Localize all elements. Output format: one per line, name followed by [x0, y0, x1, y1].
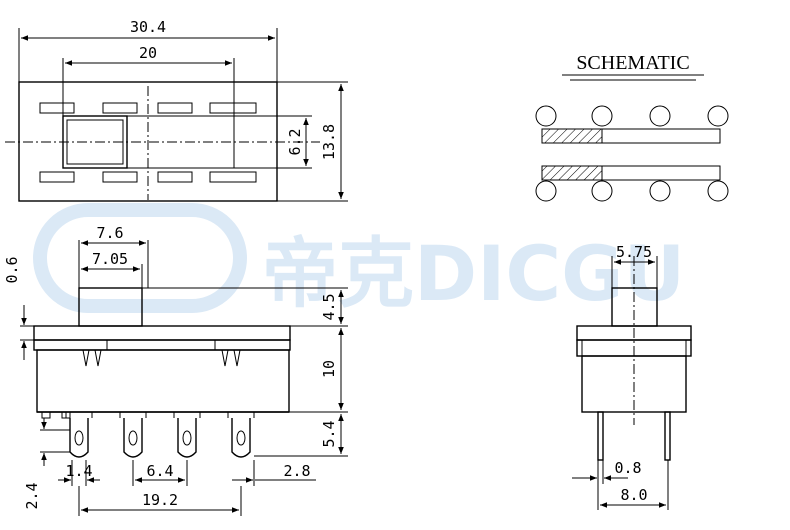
pin — [231, 418, 251, 458]
terminal-slot — [157, 102, 193, 114]
terminal-circle — [535, 180, 557, 202]
dim-actuator-width: 5.75 — [616, 243, 652, 261]
housing-body — [36, 349, 290, 413]
actuator-knob — [62, 115, 128, 169]
dim-actuator-inner: 7.05 — [92, 250, 128, 268]
actuator-knob-inner — [66, 119, 124, 165]
terminal-circle — [649, 180, 671, 202]
terminal-slot — [157, 171, 193, 183]
terminal-slot — [39, 102, 75, 114]
side-pin — [664, 411, 671, 461]
pin-shoulders — [65, 412, 255, 418]
dim-pin-offset: 2.4 — [23, 482, 41, 509]
mid-flange — [33, 339, 291, 351]
dim-pin-spacing: 2.8 — [283, 462, 310, 480]
side-pin — [597, 411, 604, 461]
dim-body-height: 10 — [320, 360, 338, 378]
side-housing — [581, 355, 687, 413]
slider-contact — [541, 165, 603, 181]
side-view: 5.75 0.8 8.0 — [572, 243, 692, 510]
terminal-circle — [535, 105, 557, 127]
front-view: 7.6 7.05 0.6 4.5 10 5.4 2.4 1.4 — [3, 224, 348, 516]
terminal-slot — [209, 102, 257, 114]
terminal-slot — [102, 171, 138, 183]
schematic: SCHEMATIC — [535, 52, 729, 202]
dim-pin-span: 19.2 — [142, 491, 178, 509]
watermark-text: 帝克DICGU — [262, 229, 685, 318]
dim-pin-width: 1.4 — [65, 462, 92, 480]
watermark: 帝克DICGU — [33, 203, 685, 318]
dim-pitch: 6.4 — [146, 462, 173, 480]
dim-flange: 0.6 — [3, 256, 21, 283]
dim-inner-length: 20 — [139, 44, 157, 62]
pin — [69, 418, 89, 458]
terminal-slot — [102, 102, 138, 114]
top-view: 30.4 20 6.2 13.8 — [5, 18, 348, 202]
terminal-circle — [707, 180, 729, 202]
watermark-logo-icon — [33, 203, 247, 313]
terminal-circle — [591, 105, 613, 127]
dim-overall-length: 30.4 — [130, 18, 166, 36]
dim-pin-length: 5.4 — [320, 420, 338, 447]
terminal-circle — [707, 105, 729, 127]
schematic-title: SCHEMATIC — [576, 52, 689, 74]
terminal-circle — [649, 105, 671, 127]
pin — [177, 418, 197, 458]
dim-pin-thickness: 0.8 — [614, 459, 641, 477]
dim-slot-height: 6.2 — [286, 128, 304, 155]
dim-overall-height: 13.8 — [320, 124, 338, 160]
pin — [123, 418, 143, 458]
snap-clips — [34, 339, 290, 367]
dim-actuator-height: 4.5 — [320, 293, 338, 320]
slider-contact — [541, 128, 603, 144]
dim-actuator-outer: 7.6 — [96, 224, 123, 242]
terminal-slot — [39, 171, 75, 183]
top-flange — [33, 325, 291, 341]
dim-pin-row-spacing: 8.0 — [620, 486, 647, 504]
terminal-slot — [209, 171, 257, 183]
terminal-circle — [591, 180, 613, 202]
